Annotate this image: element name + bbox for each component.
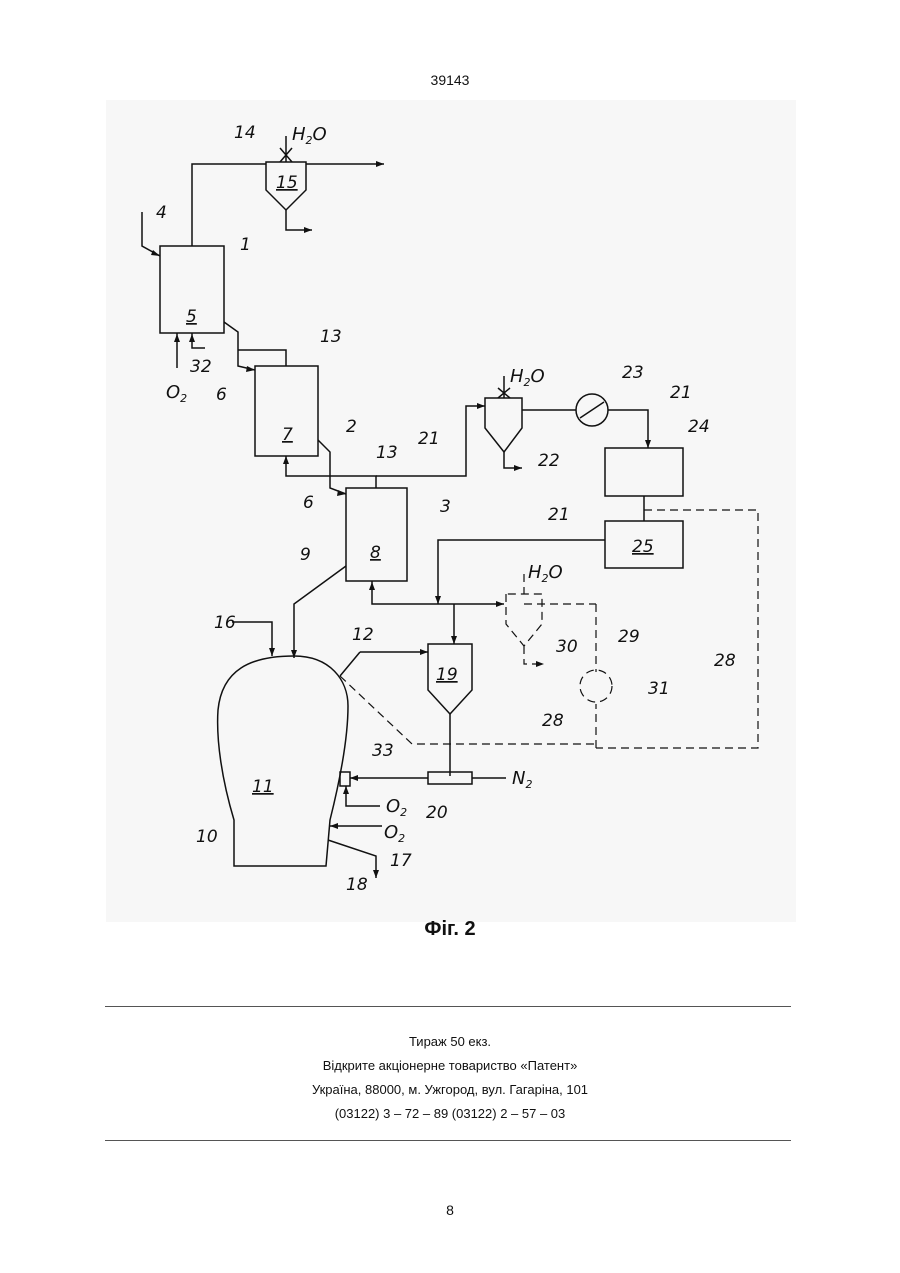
label-13a: 13 (320, 327, 342, 347)
label-17: 17 (390, 851, 412, 871)
label-7: 7 (282, 425, 293, 445)
label-2: 2 (346, 417, 357, 437)
footer-bottom-divider (105, 1140, 791, 1141)
figure-caption: Фіг. 2 (0, 918, 900, 941)
footer-circulation: Тираж 50 екз. (0, 1030, 900, 1054)
label-25: 25 (632, 537, 654, 557)
label-1: 1 (240, 235, 251, 255)
unit-3-box (346, 488, 407, 581)
label-32: 32 (190, 357, 212, 377)
label-19: 19 (436, 665, 458, 685)
label-4: 4 (156, 203, 167, 223)
footer-publisher: Відкрите акціонерне товариство «Патент» (0, 1054, 900, 1078)
label-5: 5 (186, 307, 197, 327)
label-11: 11 (252, 777, 274, 797)
footer-phones: (03122) 3 – 72 – 89 (03122) 2 – 57 – 03 (0, 1102, 900, 1126)
label-24: 24 (688, 417, 710, 437)
water-label-15: H2O (292, 124, 327, 147)
label-23: 23 (622, 363, 644, 383)
label-21c: 21 (548, 505, 570, 525)
label-30: 30 (556, 637, 578, 657)
label-28a: 28 (714, 651, 736, 671)
reactor-10 (218, 656, 348, 866)
oxygen-label-unit1: O2 (166, 382, 187, 405)
cyclone-22 (485, 398, 522, 452)
label-14: 14 (234, 123, 256, 143)
unit-24-box (605, 448, 683, 496)
label-6b: 6 (303, 493, 314, 513)
label-31: 31 (648, 679, 670, 699)
label-33: 33 (372, 741, 394, 761)
page-number: 8 (0, 1202, 900, 1218)
label-6a: 6 (216, 385, 227, 405)
label-10: 10 (196, 827, 218, 847)
label-21a: 21 (418, 429, 440, 449)
footer-address: Україна, 88000, м. Ужгород, вул. Гагарін… (0, 1078, 900, 1102)
label-12: 12 (352, 625, 374, 645)
label-15: 15 (276, 173, 298, 193)
label-21b: 21 (670, 383, 692, 403)
label-18: 18 (346, 875, 368, 895)
label-8: 8 (370, 543, 381, 563)
nitrogen-label: N2 (512, 768, 532, 791)
footer-top-divider (105, 1006, 791, 1007)
label-29: 29 (618, 627, 640, 647)
label-13b: 13 (376, 443, 398, 463)
oxygen-label-33: O2 (386, 796, 407, 819)
oxygen-label-reactor: O2 (384, 822, 405, 845)
publisher-footer: Тираж 50 екз. Відкрите акціонерне товари… (0, 1030, 900, 1126)
label-22: 22 (538, 451, 560, 471)
water-label-30: H2O (528, 562, 563, 585)
water-label-22: H2O (510, 366, 545, 389)
label-20: 20 (426, 803, 448, 823)
label-3: 3 (440, 497, 451, 517)
label-16: 16 (214, 613, 236, 633)
label-9: 9 (300, 545, 311, 565)
label-28b: 28 (542, 711, 564, 731)
